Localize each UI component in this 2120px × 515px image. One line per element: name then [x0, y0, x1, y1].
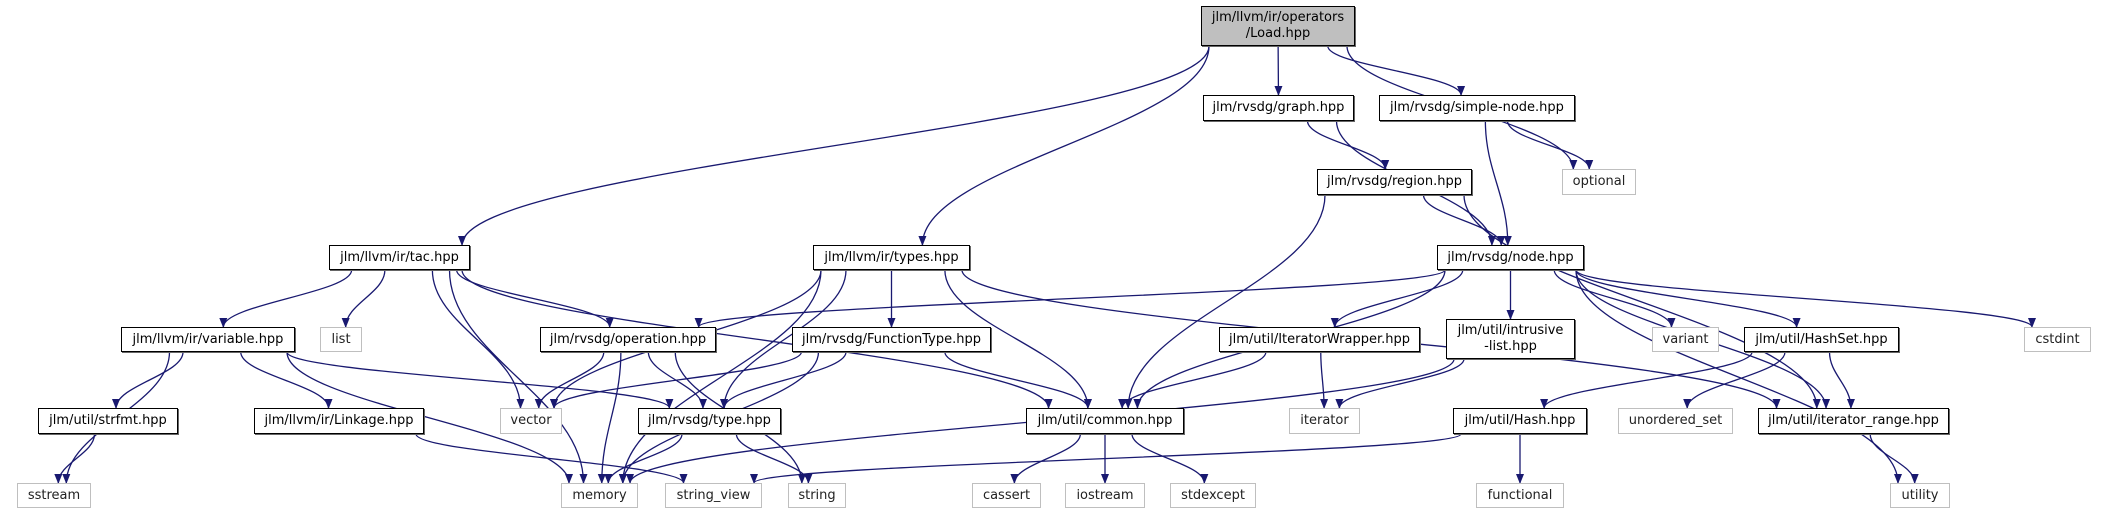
edge-iteratorwrapper-to-iterator — [1320, 351, 1329, 409]
node-utility: utility — [1890, 483, 1950, 508]
edge-load-to-tac — [458, 45, 1210, 246]
node-node[interactable]: jlm/rvsdg/node.hpp — [1437, 245, 1584, 270]
node-list: list — [320, 327, 362, 352]
edge-tac-to-variable — [219, 269, 353, 328]
edge-variable-to-type — [286, 351, 674, 409]
node-vector: vector — [500, 408, 562, 434]
edge-tac-to-operation — [455, 269, 614, 328]
node-functional: functional — [1476, 483, 1564, 508]
edge-type-to-string — [735, 433, 813, 484]
edge-iteratorwrapper-to-common — [1118, 351, 1267, 409]
edge-iteratorrange-to-utility — [1869, 433, 1919, 484]
edge-strfmt-to-sstream — [54, 433, 96, 484]
edge-node-to-cstdint — [1575, 269, 2036, 328]
node-memory: memory — [561, 483, 638, 508]
edge-intrusivelist-to-iterator — [1335, 358, 1465, 409]
edge-tac-to-memory — [448, 269, 588, 484]
node-iterator: iterator — [1289, 408, 1360, 434]
edge-node-to-operation — [694, 269, 1446, 328]
edge-hashset-to-hash — [1540, 351, 1753, 409]
node-hashset[interactable]: jlm/util/HashSet.hpp — [1744, 327, 1899, 352]
edge-node-to-hashset — [1575, 269, 1801, 328]
node-unorderedset: unordered_set — [1618, 408, 1733, 434]
node-intrusivelist[interactable]: jlm/util/intrusive -list.hpp — [1446, 319, 1575, 359]
node-tac[interactable]: jlm/llvm/ir/tac.hpp — [329, 245, 470, 270]
node-cstdint: cstdint — [2024, 327, 2091, 352]
edge-types-to-common — [944, 269, 1092, 409]
edge-graph-to-region — [1306, 120, 1390, 170]
node-cassert: cassert — [972, 483, 1041, 508]
node-functiontype[interactable]: jlm/rvsdg/FunctionType.hpp — [792, 327, 991, 352]
edge-region-to-node — [1422, 194, 1506, 246]
edge-operation-to-vector — [534, 351, 605, 409]
edge-variable-to-linkage — [240, 351, 333, 409]
node-stdexcept: stdexcept — [1170, 483, 1256, 508]
node-variant: variant — [1652, 327, 1719, 352]
node-sstream: sstream — [17, 483, 91, 508]
edge-node-to-iteratorwrapper — [1330, 269, 1464, 328]
node-load: jlm/llvm/ir/operators /Load.hpp — [1201, 6, 1355, 46]
node-simplenode[interactable]: jlm/rvsdg/simple-node.hpp — [1379, 95, 1575, 121]
node-graph[interactable]: jlm/rvsdg/graph.hpp — [1203, 95, 1354, 121]
edge-load-to-types — [918, 45, 1210, 246]
node-iteratorwrapper[interactable]: jlm/util/IteratorWrapper.hpp — [1219, 327, 1420, 352]
edge-linkage-to-stringview — [415, 433, 688, 484]
node-strfmt[interactable]: jlm/util/strfmt.hpp — [38, 408, 178, 434]
node-optional: optional — [1562, 169, 1636, 195]
edge-hash-to-stringview — [750, 433, 1462, 484]
edge-functiontype-to-vector — [550, 351, 803, 409]
node-hash[interactable]: jlm/util/Hash.hpp — [1453, 408, 1587, 434]
edge-variable-to-memory — [286, 351, 573, 484]
node-types[interactable]: jlm/llvm/ir/types.hpp — [813, 245, 970, 270]
edge-region-to-common — [1124, 194, 1326, 409]
node-iostream: iostream — [1065, 483, 1145, 508]
edge-types-to-type — [720, 269, 847, 409]
node-variable[interactable]: jlm/llvm/ir/variable.hpp — [121, 327, 295, 352]
edge-functiontype-to-type — [720, 351, 847, 409]
node-type[interactable]: jlm/rvsdg/type.hpp — [638, 408, 781, 434]
edge-hashset-to-unorderedset — [1683, 351, 1786, 409]
edge-node-to-variant — [1553, 269, 1676, 328]
edge-types-to-memory — [618, 269, 822, 484]
edge-region-to-iteratorrange — [1463, 194, 1821, 409]
node-string: string — [788, 483, 846, 508]
edge-tac-to-list — [341, 269, 386, 328]
node-stringview: string_view — [665, 483, 762, 508]
edge-tac-to-vector — [431, 269, 525, 409]
node-linkage[interactable]: jlm/llvm/ir/Linkage.hpp — [254, 408, 424, 434]
edge-simplenode-to-optional — [1506, 120, 1594, 170]
node-region[interactable]: jlm/rvsdg/region.hpp — [1317, 169, 1472, 195]
edge-operation-to-memory — [597, 351, 622, 484]
edge-simplenode-to-node — [1484, 120, 1512, 246]
edge-tac-to-common — [461, 269, 1053, 409]
edge-load-to-simplenode — [1327, 45, 1466, 96]
node-iteratorrange[interactable]: jlm/util/iterator_range.hpp — [1758, 408, 1949, 434]
edge-functiontype-to-common — [944, 351, 1092, 409]
node-common[interactable]: jlm/util/common.hpp — [1026, 408, 1184, 434]
edge-common-to-stdexcept — [1131, 433, 1209, 484]
edge-type-to-memory — [604, 433, 683, 484]
edge-hashset-to-iteratorrange — [1828, 351, 1855, 409]
node-operation[interactable]: jlm/rvsdg/operation.hpp — [540, 327, 716, 352]
edge-common-to-cassert — [1010, 433, 1082, 484]
edge-variable-to-strfmt — [112, 351, 184, 409]
